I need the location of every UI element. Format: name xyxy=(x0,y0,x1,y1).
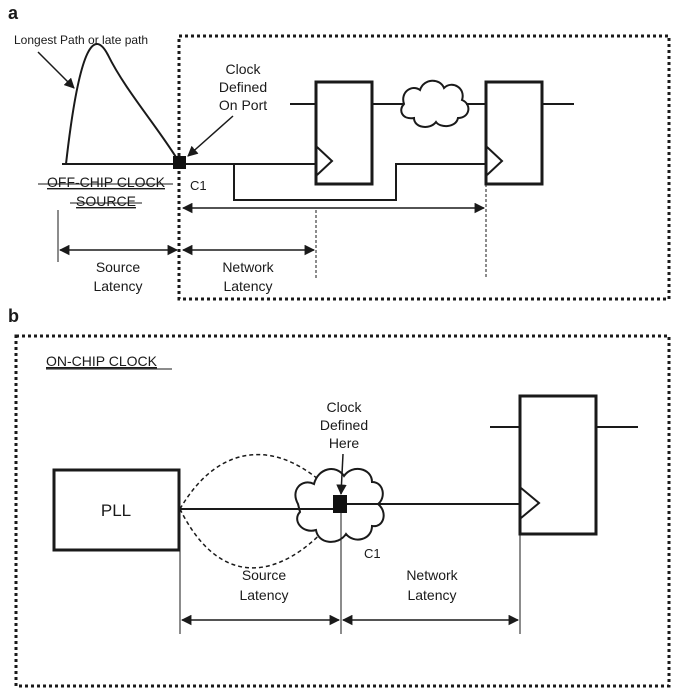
panel-b-title: ON-CHIP CLOCK xyxy=(46,353,158,369)
panel-b-network-latency-line2: Latency xyxy=(407,587,456,603)
panel-b-pll-block xyxy=(52,468,181,552)
panel-a-ff1-clock-triangle xyxy=(316,146,334,176)
panel-a-letter: a xyxy=(8,3,19,23)
panel-b-note-arrow xyxy=(336,453,347,496)
panel-a-note-line1: Clock xyxy=(225,61,261,77)
panel-b-chip-boundary xyxy=(14,334,671,688)
panel-a-source-title-line2: SOURCE xyxy=(76,193,136,209)
panel-b-network-latency-line1: Network xyxy=(406,567,458,583)
panel-b-skew-lower xyxy=(179,508,331,569)
panel-b-skew-upper xyxy=(179,453,331,510)
panel-a-path-curve xyxy=(62,43,180,165)
panel-b-note-line2: Defined xyxy=(320,417,368,433)
panel-b-source-latency-line1: Source xyxy=(242,567,287,583)
panel-a-clock-branch xyxy=(233,163,486,201)
panel-a-source-latency-line2: Latency xyxy=(93,278,142,294)
panel-a-flip-flop-2 xyxy=(484,80,544,186)
panel-b-note-line3: Here xyxy=(329,435,360,451)
panel-a-source-latency-line1: Source xyxy=(96,259,141,275)
panel-a-port-label: C1 xyxy=(190,178,207,193)
panel-a-network-latency-line1: Network xyxy=(222,259,274,275)
panel-b-flip-flop xyxy=(518,394,598,536)
panel-a-note-line3: On Port xyxy=(219,97,267,113)
panel-b-note-line1: Clock xyxy=(326,399,362,415)
panel-a-logic-cloud xyxy=(400,79,470,128)
panel-a-curve-arrow xyxy=(37,51,75,89)
panel-a-ff2-clock-triangle xyxy=(486,146,504,176)
panel-b-port-label: C1 xyxy=(364,546,381,561)
panel-a-source-title-line1: OFF-CHIP CLOCK xyxy=(47,174,166,190)
panel-b-ff-clock-triangle xyxy=(520,487,541,519)
panel-b-letter: b xyxy=(8,306,19,326)
panel-a-curve-label: Longest Path or late path xyxy=(14,33,148,47)
panel-b-source-latency-line2: Latency xyxy=(239,587,288,603)
panel-b-clock-marker xyxy=(333,495,347,513)
panel-a-network-latency-line2: Latency xyxy=(223,278,272,294)
panel-a-note-arrow xyxy=(187,115,234,157)
panel-b-pll-label: PLL xyxy=(101,501,131,520)
panel-a-clock-note: Clock Defined On Port xyxy=(219,61,267,113)
panel-a-note-line2: Defined xyxy=(219,79,267,95)
panel-a-port-marker xyxy=(173,156,186,169)
